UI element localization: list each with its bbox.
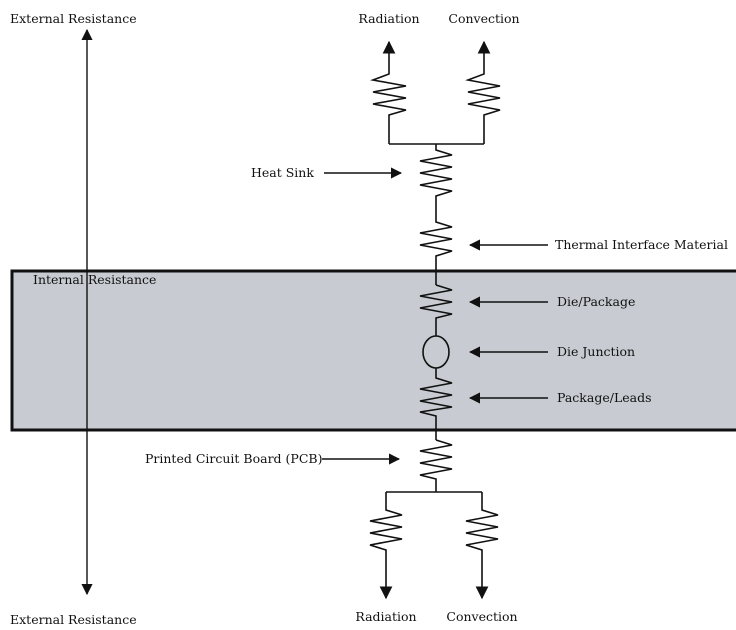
radiation-top-resistor: [370, 40, 407, 144]
die-package-label: Die/Package: [557, 294, 635, 309]
internal-resistance-label: Internal Resistance: [33, 272, 156, 287]
convection-top-resistor: [465, 40, 501, 144]
thermal-interface-label: Thermal Interface Material: [555, 237, 728, 252]
thermal-interface-resistor: [419, 207, 453, 285]
heat-sink-resistor: [419, 144, 453, 207]
convection-bottom-resistor: [465, 492, 499, 600]
radiation-top-label: Radiation: [358, 11, 419, 26]
convection-bottom-label: Convection: [446, 609, 517, 624]
external-resistance-top-label: External Resistance: [10, 11, 137, 26]
radiation-bottom-label: Radiation: [355, 609, 416, 624]
internal-resistance-region: [10, 269, 736, 432]
convection-top-label: Convection: [448, 11, 519, 26]
radiation-bottom-resistor: [369, 492, 403, 600]
heat-sink-label: Heat Sink: [251, 165, 314, 180]
external-resistance-bottom-label: External Resistance: [10, 612, 137, 627]
die-junction-label: Die Junction: [557, 344, 635, 359]
pcb-resistor: [419, 439, 453, 492]
die-package-resistor: [419, 284, 453, 336]
package-leads-resistor: [419, 368, 453, 440]
pcb-label: Printed Circuit Board (PCB): [145, 451, 322, 466]
package-leads-label: Package/Leads: [557, 390, 652, 405]
